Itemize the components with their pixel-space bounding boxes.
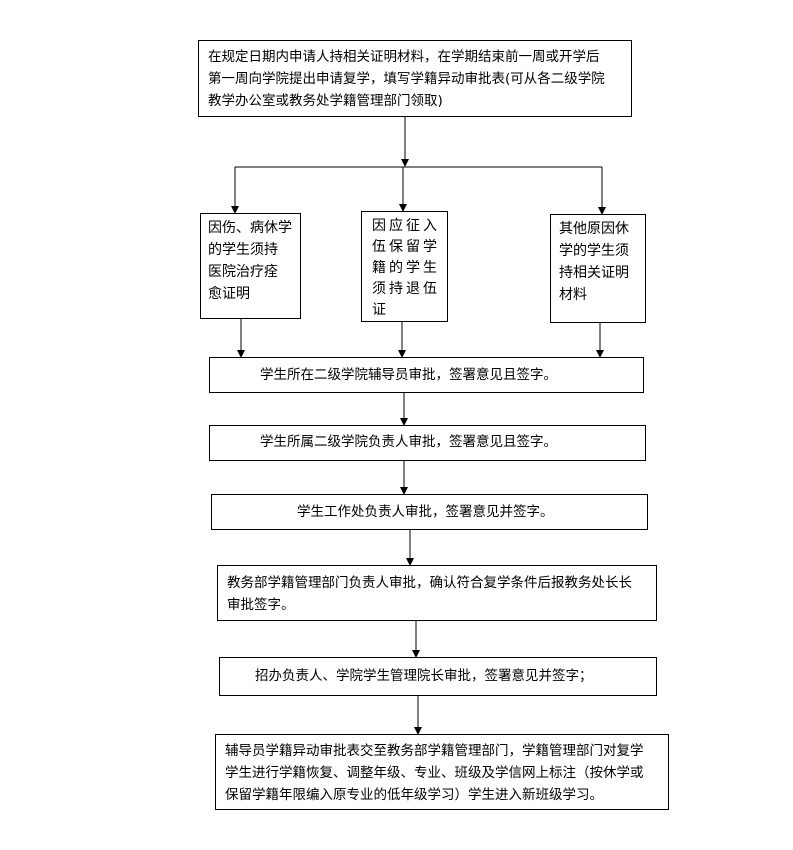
step-box-student-affairs: 学生工作处负责人审批，签署意见并签字。 [211, 494, 648, 530]
branch-line: 籍的学生 [372, 260, 440, 276]
step-line: 教务部学籍管理部门负责人审批，确认符合复学条件后报教务处长长 [227, 575, 632, 591]
step-box-registrar: 教务部学籍管理部门负责人审批，确认符合复学条件后报教务处长长 审批签字。 [217, 565, 657, 621]
step-text: 招办负责人、学院学生管理院长审批，签署意见并签字； [255, 668, 593, 684]
branch-line: 医院治疗痊 [208, 264, 278, 280]
start-line: 第一周向学院提出申请复学，填写学籍异动审批表(可从各二级学院 [208, 71, 605, 87]
step-box-college-head: 学生所属二级学院负责人审批，签署意见且签字。 [209, 425, 646, 461]
step-line: 保留学籍年限编入原专业的低年级学习）学生进入新班级学习。 [225, 787, 603, 803]
step-box-admissions: 招办负责人、学院学生管理院长审批，签署意见并签字； [219, 657, 657, 696]
branch-line: 须持退伍 [372, 281, 440, 297]
step-box-counselor: 学生所在二级学院辅导员审批，签署意见且签字。 [209, 357, 644, 393]
step-line: 学生进行学籍恢复、调整年级、专业、班级及学信网上标注（按休学或 [225, 765, 644, 781]
branch-line: 伍保留学 [372, 239, 440, 255]
branch-line: 因伤、病休学 [208, 220, 292, 236]
branch-line: 其他原因休 [559, 221, 629, 237]
branch-line: 材料 [559, 287, 587, 303]
branch-line: 学的学生须 [559, 243, 629, 259]
step-line: 辅导员学籍异动审批表交至教务部学籍管理部门，学籍管理部门对复学 [225, 743, 644, 759]
step-text: 学生所在二级学院辅导员审批，签署意见且签字。 [260, 367, 557, 383]
step-text: 学生所属二级学院负责人审批，签署意见且签字。 [260, 434, 557, 450]
start-line: 在规定日期内申请人持相关证明材料，在学期结束前一周或开学后 [208, 49, 600, 65]
branch-line: 证 [372, 302, 389, 318]
branch-box-military: 因应征入 伍保留学 籍的学生 须持退伍 证 [361, 211, 448, 322]
start-line: 教学办公室或教务处学籍管理部门领取) [208, 93, 443, 109]
branch-box-illness: 因伤、病休学 的学生须持 医院治疗痊 愈证明 [200, 213, 301, 319]
branch-line: 的学生须持 [208, 242, 278, 258]
step-line: 审批签字。 [227, 597, 295, 613]
branch-line: 因应征入 [372, 218, 440, 234]
start-box: 在规定日期内申请人持相关证明材料，在学期结束前一周或开学后 第一周向学院提出申请… [198, 40, 632, 117]
step-text: 学生工作处负责人审批，签署意见并签字。 [297, 504, 554, 520]
step-box-final: 辅导员学籍异动审批表交至教务部学籍管理部门，学籍管理部门对复学 学生进行学籍恢复… [215, 734, 669, 810]
branch-line: 持相关证明 [559, 265, 629, 281]
branch-box-other: 其他原因休 学的学生须 持相关证明 材料 [550, 214, 646, 323]
branch-line: 愈证明 [208, 286, 250, 302]
